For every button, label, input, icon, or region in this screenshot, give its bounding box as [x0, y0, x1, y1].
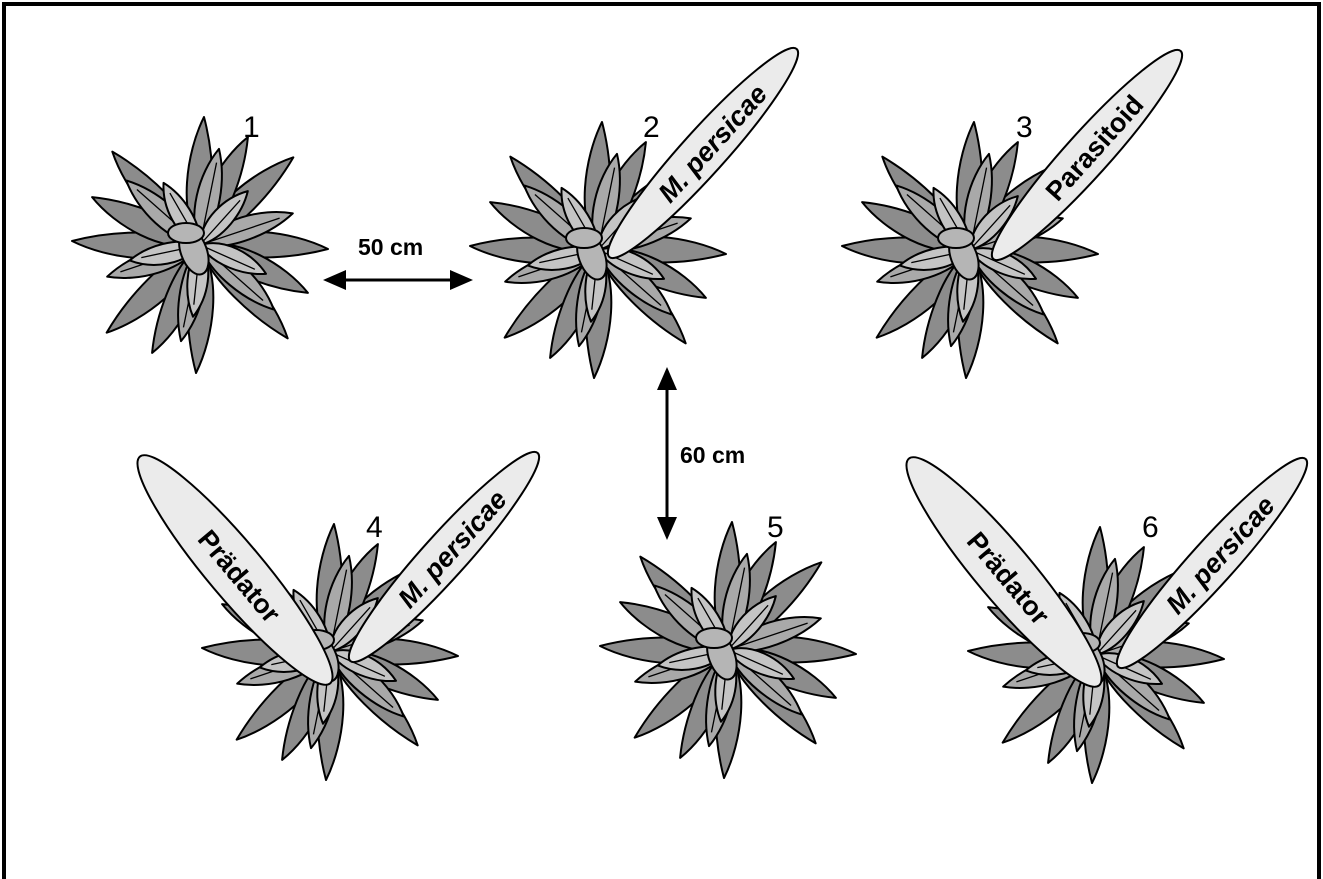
horizontal-distance-label: 50 cm — [358, 234, 423, 260]
plant-number-5: 5 — [767, 511, 784, 544]
vertical-distance-label: 60 cm — [680, 442, 745, 468]
plant-number-3: 3 — [1016, 111, 1033, 144]
plant-number-4: 4 — [366, 511, 383, 544]
plant-number-6: 6 — [1142, 511, 1159, 544]
plant-number-2: 2 — [643, 111, 660, 144]
vertical-distance-arrow — [657, 367, 677, 540]
horizontal-distance-arrow — [323, 270, 473, 290]
plant-number-1: 1 — [243, 111, 260, 144]
